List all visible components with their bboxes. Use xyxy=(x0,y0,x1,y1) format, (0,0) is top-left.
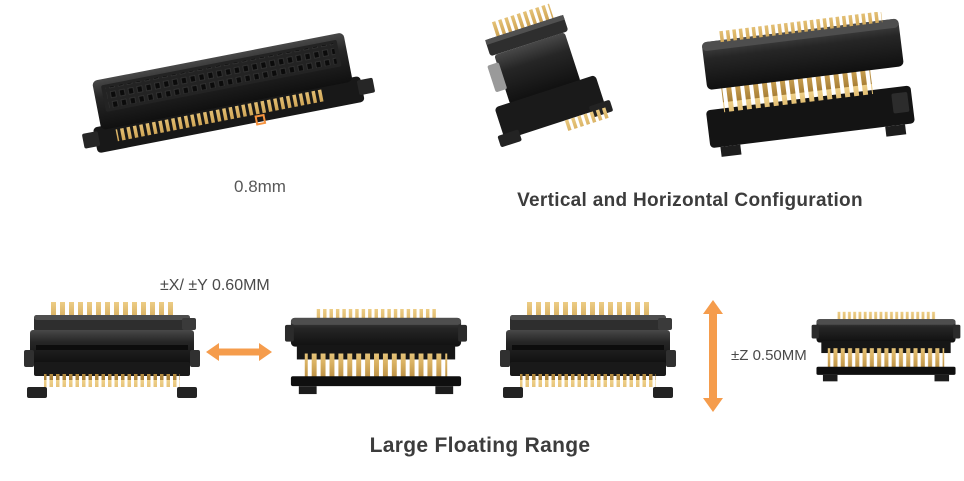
horizontal-double-arrow xyxy=(206,343,272,361)
floating-connector-side-2 xyxy=(498,300,678,400)
angled-long-connector-image xyxy=(82,33,375,153)
pitch-label: 0.8mm xyxy=(234,177,286,196)
horizontal-connector-image xyxy=(702,12,915,157)
vertical-double-arrow xyxy=(703,300,723,412)
z-float-label: ±Z 0.50MM xyxy=(731,347,807,364)
floating-connector-side-1 xyxy=(22,300,202,400)
vertical-connector-image xyxy=(485,3,613,147)
top-caption: Vertical and Horizontal Configuration xyxy=(517,190,863,211)
xy-float-label: ±X/ ±Y 0.60MM xyxy=(160,277,270,294)
floating-connector-front-1 xyxy=(283,307,469,402)
bottom-caption: Large Floating Range xyxy=(369,434,591,457)
floating-connector-front-2 xyxy=(810,310,962,388)
pitch-marker xyxy=(254,113,267,126)
